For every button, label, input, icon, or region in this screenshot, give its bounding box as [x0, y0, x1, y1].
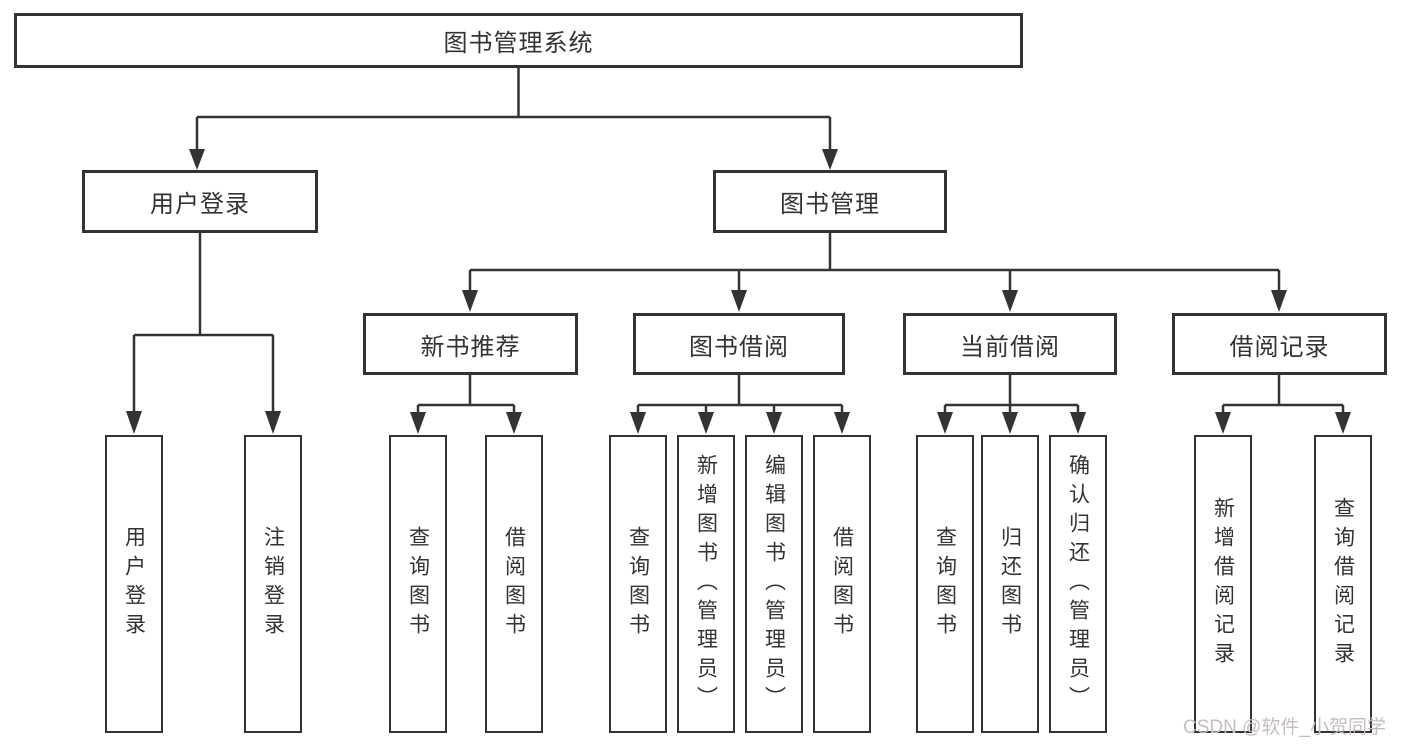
- node-leaf-query-borrow-record: 查询借阅记录: [1314, 435, 1372, 733]
- node-leaf-edit-books-admin: 编辑图书（管理员）: [745, 435, 803, 733]
- node-borrowing-records: 借阅记录: [1172, 313, 1387, 375]
- node-label: 新书推荐: [420, 333, 521, 361]
- node-book-management: 图书管理: [713, 170, 947, 233]
- node-label: 用户登录: [122, 526, 146, 642]
- node-current-borrowing: 当前借阅: [903, 313, 1117, 375]
- node-label: 借阅图书: [830, 526, 854, 642]
- node-label: 新增借阅记录: [1211, 497, 1235, 671]
- node-leaf-query-books-2: 查询图书: [609, 435, 667, 733]
- node-leaf-add-books-admin: 新增图书（管理员）: [677, 435, 735, 733]
- node-label: 当前借阅: [960, 333, 1060, 361]
- node-leaf-borrow-books-1: 借阅图书: [485, 435, 543, 733]
- node-label: 借阅记录: [1229, 333, 1330, 361]
- node-label: 用户登录: [150, 191, 250, 218]
- node-label: 查询图书: [933, 526, 957, 642]
- node-new-book-recommendation: 新书推荐: [363, 313, 578, 375]
- node-leaf-confirm-return-admin: 确认归还（管理员）: [1049, 435, 1107, 733]
- node-label: 图书借阅: [689, 333, 789, 361]
- node-book-borrowing: 图书借阅: [633, 313, 845, 375]
- node-leaf-add-borrow-record: 新增借阅记录: [1194, 435, 1252, 733]
- node-label: 图书管理系统: [443, 30, 594, 57]
- node-label: 查询图书: [626, 526, 650, 642]
- node-leaf-return-books: 归还图书: [981, 435, 1039, 733]
- node-label: 查询借阅记录: [1331, 497, 1355, 671]
- csdn-watermark: CSDN @软件_小贺同学: [1183, 717, 1386, 738]
- node-label: 归还图书: [998, 526, 1022, 642]
- node-label: 查询图书: [406, 526, 430, 642]
- node-user-login: 用户登录: [82, 170, 318, 233]
- node-label: 借阅图书: [502, 526, 526, 642]
- node-leaf-query-books-1: 查询图书: [389, 435, 447, 733]
- node-label: 图书管理: [780, 191, 880, 218]
- node-label: 新增图书（管理员）: [694, 453, 718, 715]
- node-label: 确认归还（管理员）: [1066, 453, 1090, 715]
- node-label: 注销登录: [261, 526, 285, 642]
- node-leaf-logout-login: 注销登录: [244, 435, 302, 733]
- node-leaf-user-login: 用户登录: [105, 435, 163, 733]
- node-label: 编辑图书（管理员）: [762, 453, 786, 715]
- node-leaf-borrow-books-2: 借阅图书: [813, 435, 871, 733]
- node-leaf-query-books-3: 查询图书: [916, 435, 974, 733]
- node-library-system: 图书管理系统: [14, 13, 1023, 68]
